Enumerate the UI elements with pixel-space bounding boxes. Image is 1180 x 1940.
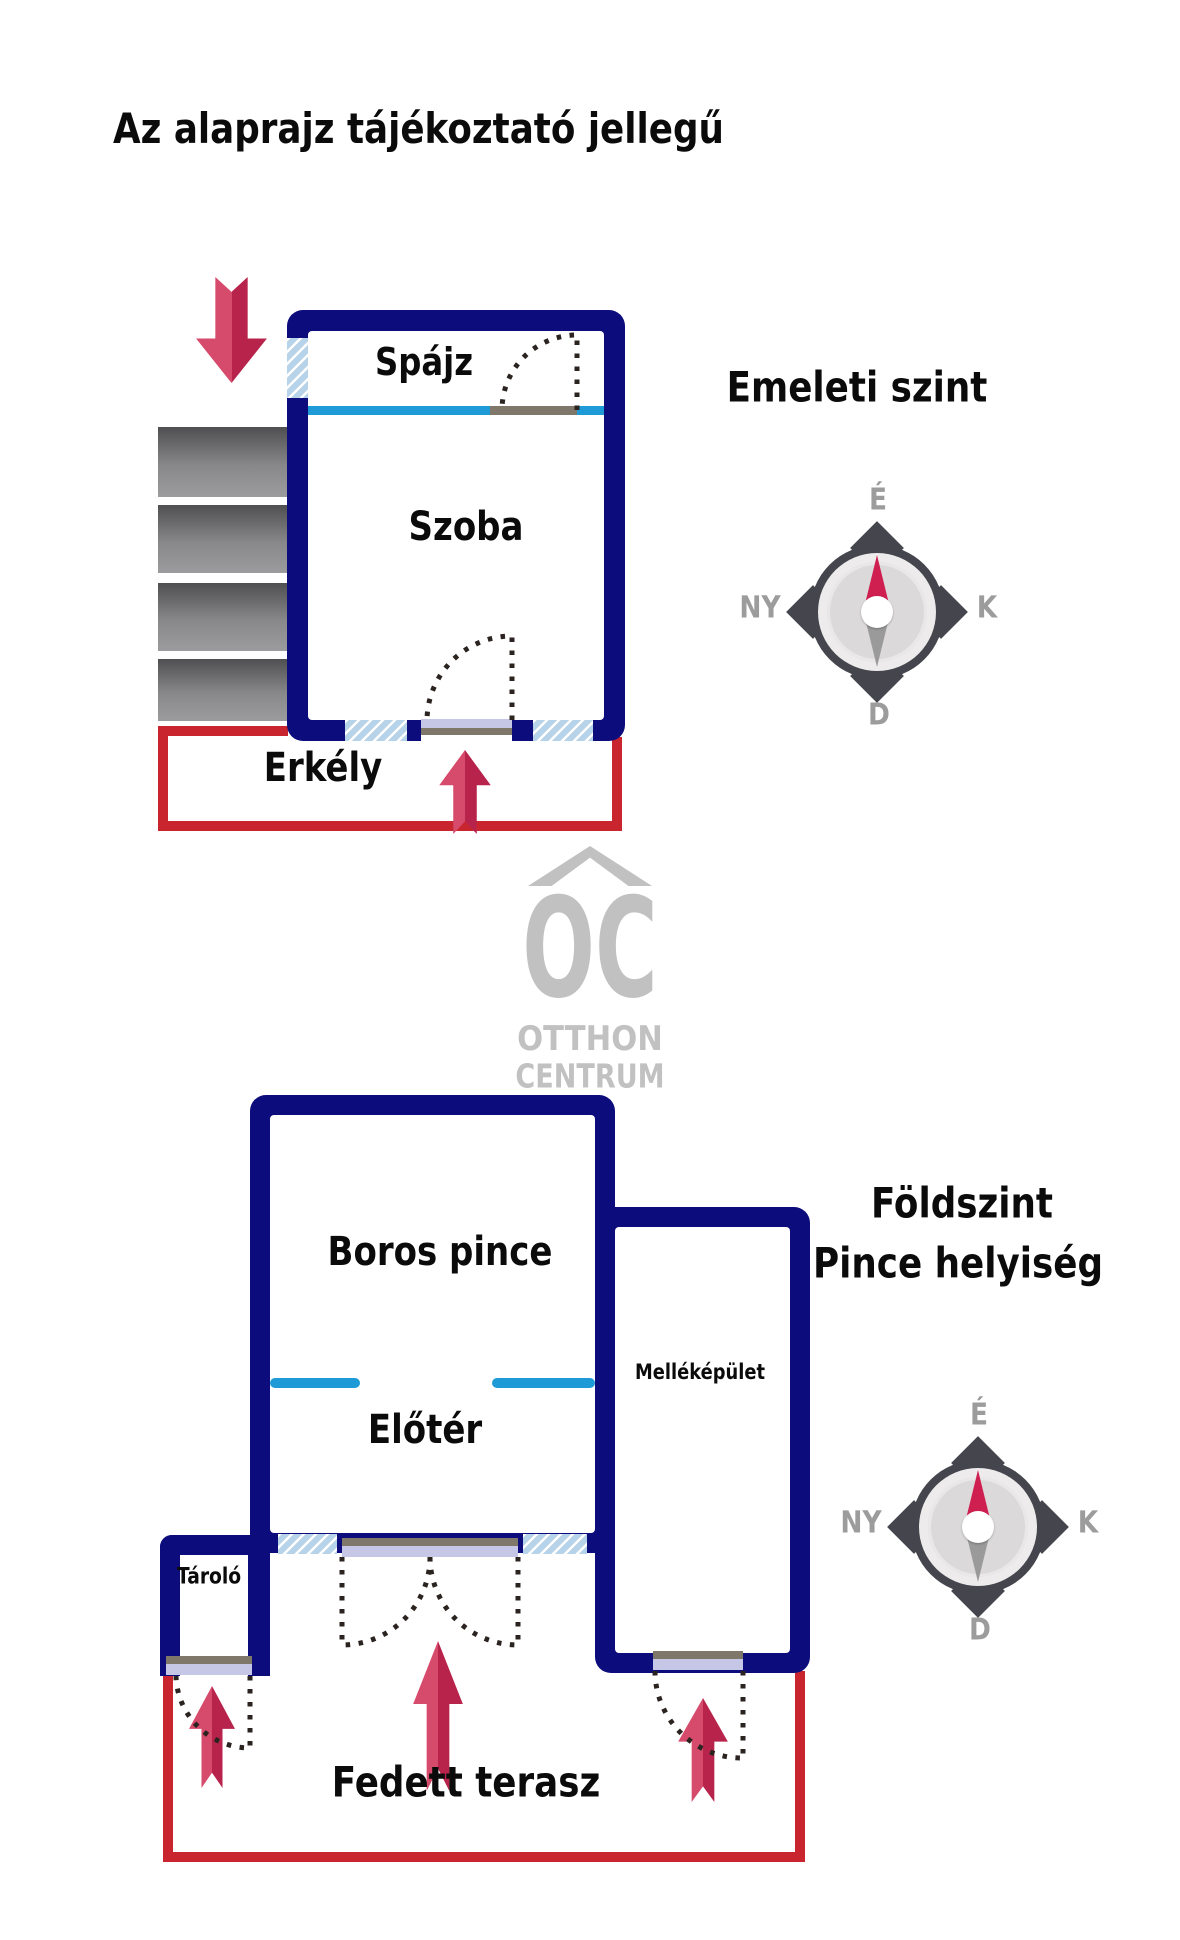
room-label-terrace: Fedett terasz [331, 1757, 601, 1807]
balcony-door-sill-cap [421, 728, 512, 735]
storage-door-sill-cap [166, 1656, 252, 1664]
storage-arrow-up-icon [189, 1686, 235, 1788]
stair-step [158, 505, 293, 573]
stair-step [158, 659, 293, 721]
logo-name-line1: OTTHON [517, 1019, 663, 1059]
pantry-partition [308, 406, 604, 415]
pantry-door-sill [490, 406, 577, 415]
room-label-pantry: Spájz [374, 340, 474, 384]
compass-label-south: D [969, 1612, 991, 1648]
compass-label-north: É [868, 482, 888, 518]
lower-building-interior [270, 1115, 595, 1533]
compass-label-south: D [868, 697, 890, 733]
main-door-sill [342, 1546, 518, 1557]
balcony-door-sill [421, 719, 512, 728]
compass-label-east: K [976, 590, 998, 626]
wall-extension-left [248, 1535, 270, 1676]
window-hatch-south-2 [533, 720, 593, 741]
balcony-outline-bottom [158, 821, 622, 831]
terrace-outline-right [795, 1671, 805, 1862]
room-label-storage: Tároló [176, 1564, 242, 1590]
logo-monogram: OC [522, 868, 658, 1029]
storage-wall-top [160, 1535, 270, 1555]
arrow-shade-light [196, 277, 232, 383]
main-double-door-swing-left [339, 1556, 433, 1648]
compass-label-west: NY [739, 590, 781, 626]
foyer-partition-right [492, 1378, 595, 1388]
balcony-outline-right [612, 737, 622, 831]
room-label-wine-cellar: Boros pince [327, 1229, 553, 1275]
logo-name-line2: CENTRUM [515, 1056, 665, 1096]
storage-wall-left [160, 1535, 180, 1676]
outbuilding-arrow-up-icon [678, 1698, 728, 1802]
room-label-balcony: Erkély [263, 745, 383, 791]
arrow-shade-dark [212, 1686, 235, 1788]
window-hatch-south-1 [345, 720, 407, 741]
page-title: Az alaprajz tájékoztató jellegű [113, 104, 724, 153]
storage-door-sill [166, 1664, 252, 1675]
room-label-outbuilding: Melléképület [635, 1360, 765, 1384]
compass-hub [962, 1511, 994, 1543]
compass-rose-lower: É D NY K [840, 1398, 1098, 1648]
arrow-shade-light [189, 1686, 212, 1788]
heading-cellar-room: Pince helyiség [812, 1238, 1104, 1288]
heading-upper-floor: Emeleti szint [726, 362, 988, 412]
compass-rose-upper: É D NY K [739, 483, 997, 733]
main-door-sill-cap [342, 1538, 518, 1546]
window-hatch-ground-2 [523, 1534, 587, 1554]
entrance-arrow-down-icon [196, 277, 267, 383]
window-hatch-west [287, 338, 308, 398]
arrow-shade-light [678, 1698, 703, 1802]
compass-label-north: É [969, 1397, 989, 1433]
room-label-foyer: Előtér [367, 1407, 483, 1453]
compass-label-west: NY [840, 1505, 882, 1541]
stair-step [158, 583, 293, 651]
foyer-partition-left [270, 1378, 360, 1388]
terrace-outline-left [163, 1676, 173, 1862]
outbuilding-interior [615, 1227, 790, 1653]
window-hatch-ground-1 [278, 1534, 337, 1554]
heading-ground-floor: Földszint [870, 1178, 1054, 1228]
arrow-shade-dark [231, 277, 267, 383]
arrow-shade-dark [703, 1698, 728, 1802]
outbuilding-door-sill [653, 1659, 743, 1670]
terrace-outline-bottom [163, 1852, 805, 1862]
room-label-room: Szoba [408, 504, 524, 550]
balcony-outline-left [158, 726, 168, 831]
balcony-outline-top [158, 726, 288, 736]
compass-hub [861, 596, 893, 628]
main-double-door-swing-right [427, 1556, 521, 1648]
outbuilding-door-sill-cap [653, 1651, 743, 1659]
stair-step [158, 427, 293, 497]
compass-label-east: K [1077, 1505, 1099, 1541]
